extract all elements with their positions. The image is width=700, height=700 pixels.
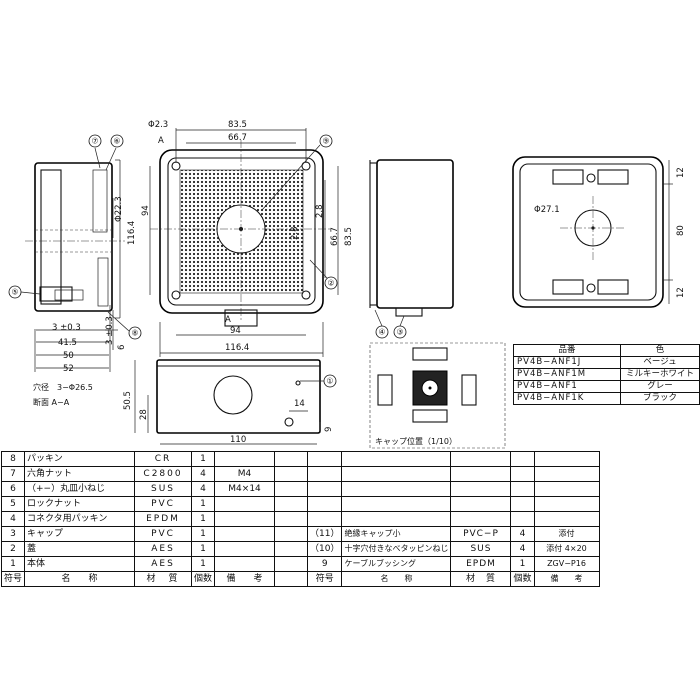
dim-50: 50 <box>63 351 74 361</box>
dim-116-4-bottom: 116.4 <box>225 343 249 353</box>
dim-hole-dia: Φ22.3 <box>114 196 124 222</box>
section-mark-a-bottom: A <box>225 315 231 325</box>
dim-83-5-top: 83.5 <box>228 120 247 130</box>
svg-text:⑤: ⑤ <box>11 288 18 297</box>
dim-83-5-right: 83.5 <box>344 227 354 246</box>
callout-9: ⑨ <box>261 134 333 211</box>
interior-view: Φ27.1 12 80 12 <box>512 156 686 308</box>
svg-text:③: ③ <box>396 328 403 337</box>
header-color: 色 <box>620 344 700 357</box>
section-mark-a-top: A <box>158 136 164 146</box>
dim-6: 6 <box>117 345 127 350</box>
dim-3-tol-a: 3 ±0.3 <box>52 323 81 333</box>
dim-phi-2-3: Φ2.3 <box>148 120 168 130</box>
callout-4: ④ <box>374 309 389 339</box>
dim-80: 80 <box>676 225 686 236</box>
svg-text:⑥: ⑥ <box>113 137 120 146</box>
dim-41-5: 41.5 <box>58 338 77 348</box>
callout-2: ② <box>309 259 338 290</box>
parts-table-header: 符号 名 称 材 質 個数 備 考 符号 名 称 材 質 個数 備 考 <box>0 571 600 587</box>
cap-position-view: キャップ位置（1/10） <box>369 342 506 449</box>
bottom-view: 50.5 28 14 9 110 ① <box>123 359 337 445</box>
callout-1: ① <box>300 374 337 388</box>
dim-14: 14 <box>294 399 305 409</box>
hole-diameter-note: 穴径 3−Φ26.5 <box>33 382 93 392</box>
dim-50-5: 50.5 <box>123 391 133 410</box>
color-table-header: 品番 色 <box>513 344 700 357</box>
svg-text:⑨: ⑨ <box>322 137 329 146</box>
svg-text:④: ④ <box>378 328 385 337</box>
right-side-view: ④ ③ <box>369 159 454 339</box>
svg-text:⑧: ⑧ <box>131 329 138 338</box>
dim-94-left: 94 <box>141 205 151 216</box>
dim-12-bottom: 12 <box>676 287 686 298</box>
section-aa-label: 断面 A−A <box>33 397 70 407</box>
svg-text:①: ① <box>326 377 333 386</box>
dim-height-116: 116.4 <box>127 221 137 245</box>
side-section-view: Φ22.3 116.4 3 ±0.3 41.5 50 52 3 ±0.3 6 穴… <box>8 134 142 407</box>
dim-94-bottom: 94 <box>230 326 241 336</box>
callout-5: ⑤ <box>8 285 41 299</box>
front-view: Φ2.3 83.5 66.7 94 2.8 2.8 66.7 83.5 94 1… <box>141 120 354 357</box>
dim-2-8-b: 2.8 <box>290 226 300 240</box>
dim-12-top: 12 <box>676 167 686 178</box>
dim-110: 110 <box>230 435 246 445</box>
callout-8: ⑧ <box>107 311 142 340</box>
dim-phi-27-1: Φ27.1 <box>534 205 560 215</box>
svg-text:②: ② <box>327 279 334 288</box>
dim-66-7-right: 66.7 <box>330 227 340 246</box>
callout-3: ③ <box>393 315 407 339</box>
dim-66-7-top: 66.7 <box>228 133 247 143</box>
dim-52: 52 <box>63 364 74 374</box>
dim-2-8-a: 2.8 <box>315 204 325 218</box>
dim-3-tol-b: 3 ±0.3 <box>105 316 115 345</box>
dim-9: 9 <box>324 427 334 432</box>
dim-28: 28 <box>139 409 149 420</box>
callout-6: ⑥ <box>105 134 124 171</box>
header-part-number: 品番 <box>513 344 621 357</box>
cap-position-label: キャップ位置（1/10） <box>375 436 457 446</box>
svg-text:⑦: ⑦ <box>91 137 98 146</box>
callout-7: ⑦ <box>88 134 102 169</box>
